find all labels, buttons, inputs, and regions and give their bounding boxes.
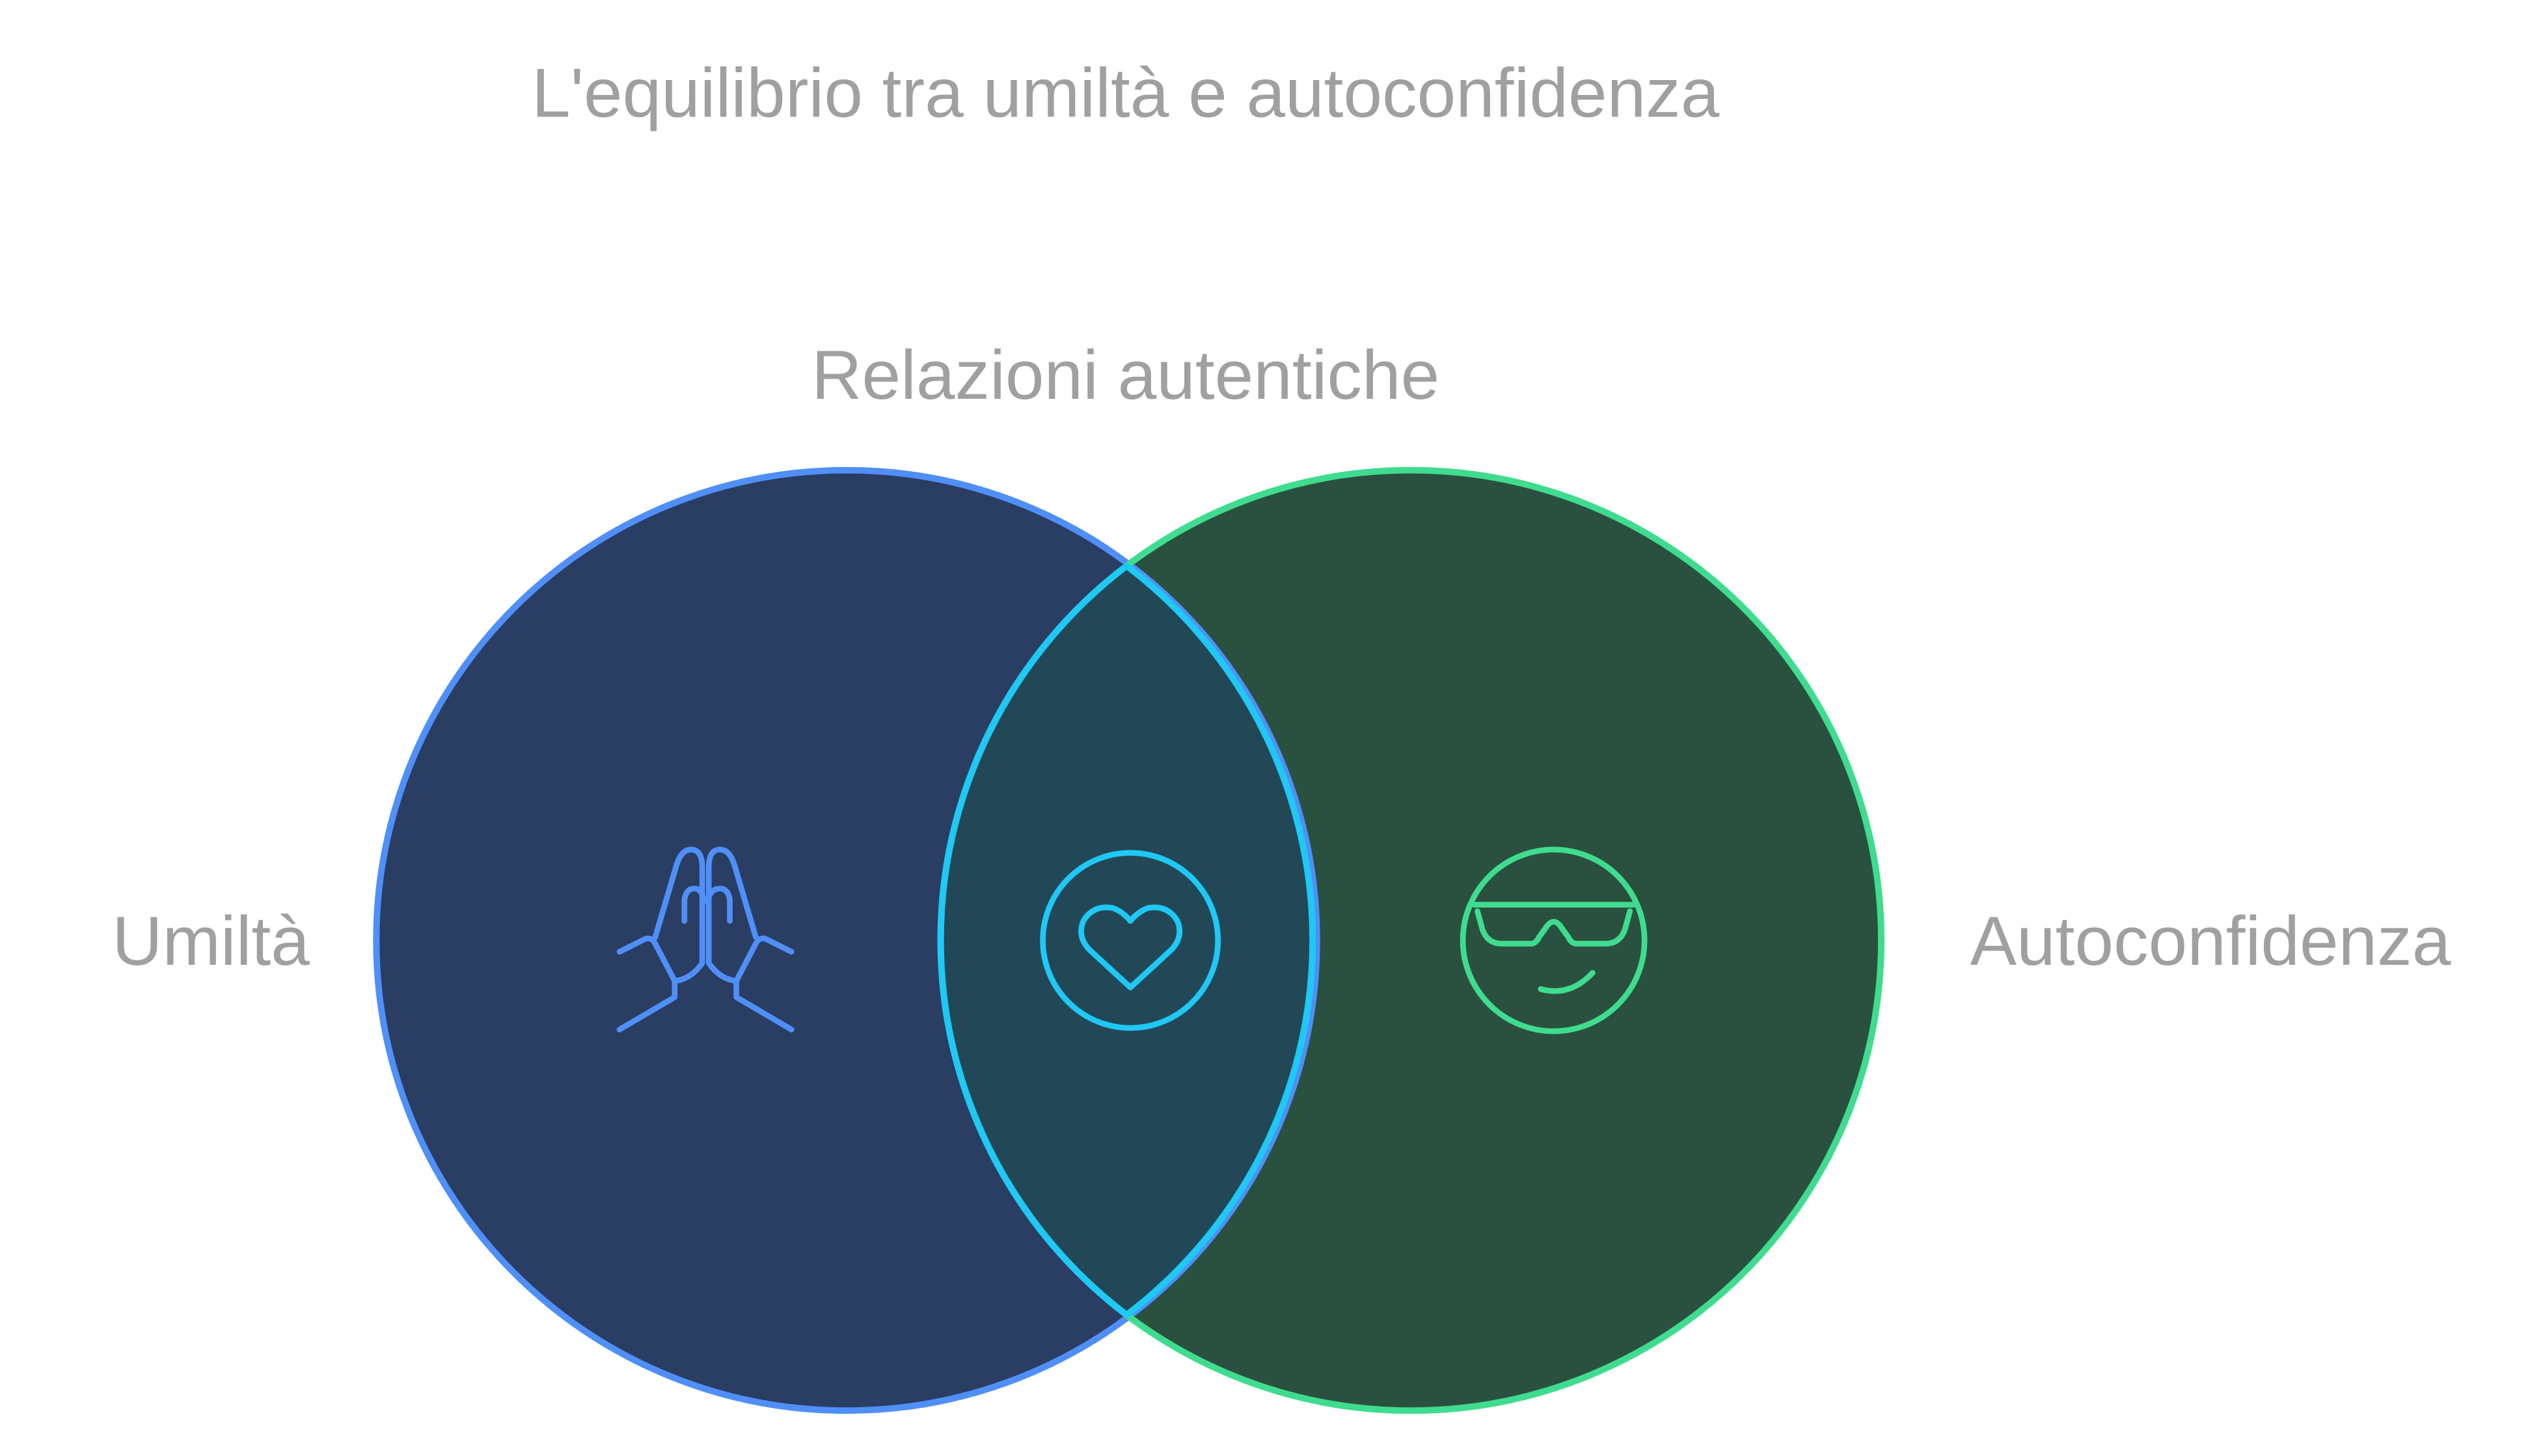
right-set-label: Autoconfidenza (1970, 902, 2451, 980)
intersection-region (940, 470, 1317, 1411)
intersection-outline (1126, 565, 1316, 1316)
diagram-title: L'equilibrio tra umiltà e autoconfidenza (532, 53, 1720, 131)
intersection-label: Relazioni autentiche (811, 336, 1439, 414)
left-set-outline (373, 466, 1320, 1414)
left-set-label: Umiltà (112, 902, 310, 980)
sunglasses-face-icon (1460, 846, 1648, 1034)
praying-hands-icon (616, 846, 795, 1032)
heart-circle-icon (1040, 850, 1221, 1031)
